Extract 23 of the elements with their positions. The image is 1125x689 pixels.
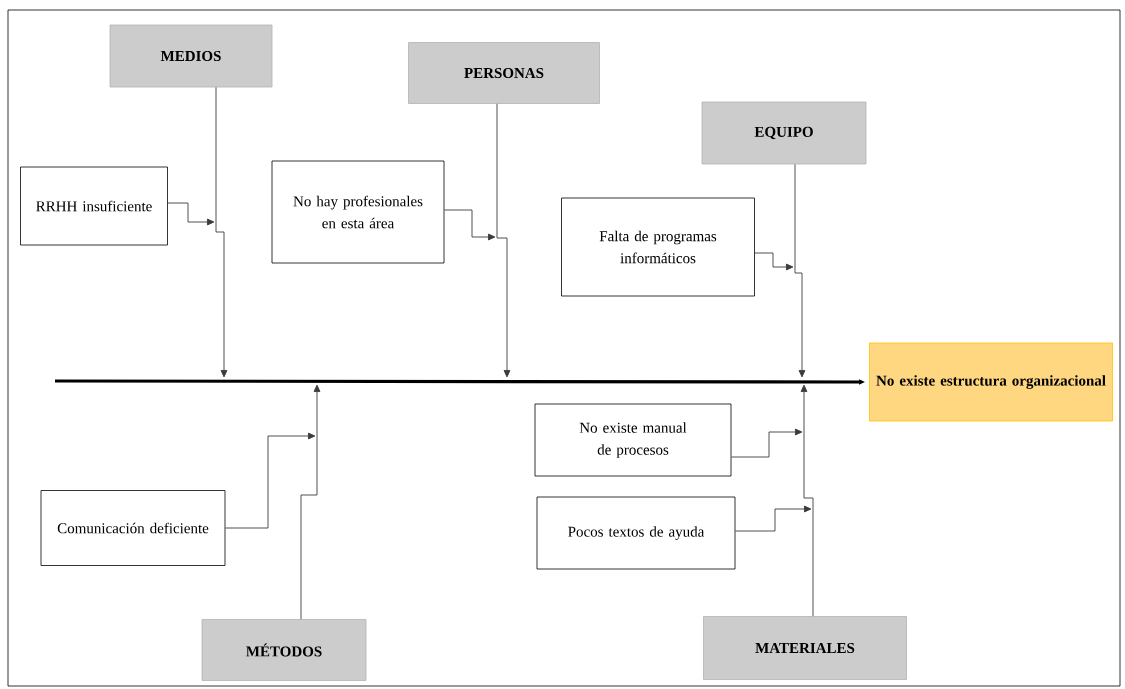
cause-box: No existe manual de procesos bbox=[534, 403, 732, 477]
arrow bbox=[300, 384, 321, 620]
arrow bbox=[800, 384, 814, 617]
arrow bbox=[734, 505, 812, 532]
arrow bbox=[754, 252, 794, 271]
arrow bbox=[794, 163, 806, 378]
cause-box: Pocos textos de ayuda bbox=[536, 496, 736, 570]
arrow bbox=[496, 103, 511, 378]
arrow bbox=[443, 209, 496, 241]
arrow bbox=[224, 432, 316, 529]
category-box: MEDIOS bbox=[109, 24, 273, 88]
category-box: EQUIPO bbox=[701, 101, 867, 165]
cause-box: No hay profesionales en esta área bbox=[271, 160, 445, 264]
arrow bbox=[215, 86, 228, 378]
effect-box: No existe estructura organizacional bbox=[869, 342, 1113, 422]
arrow bbox=[730, 428, 803, 458]
category-box: MATERIALES bbox=[703, 616, 907, 680]
cause-box: RRHH insuficiente bbox=[20, 166, 168, 246]
arrow bbox=[167, 202, 215, 226]
cause-box: Falta de programas informáticos bbox=[561, 197, 755, 297]
cause-box: Comunicación deficiente bbox=[40, 490, 226, 566]
category-box: PERSONAS bbox=[408, 42, 600, 104]
category-box: MÉTODOS bbox=[201, 619, 367, 681]
